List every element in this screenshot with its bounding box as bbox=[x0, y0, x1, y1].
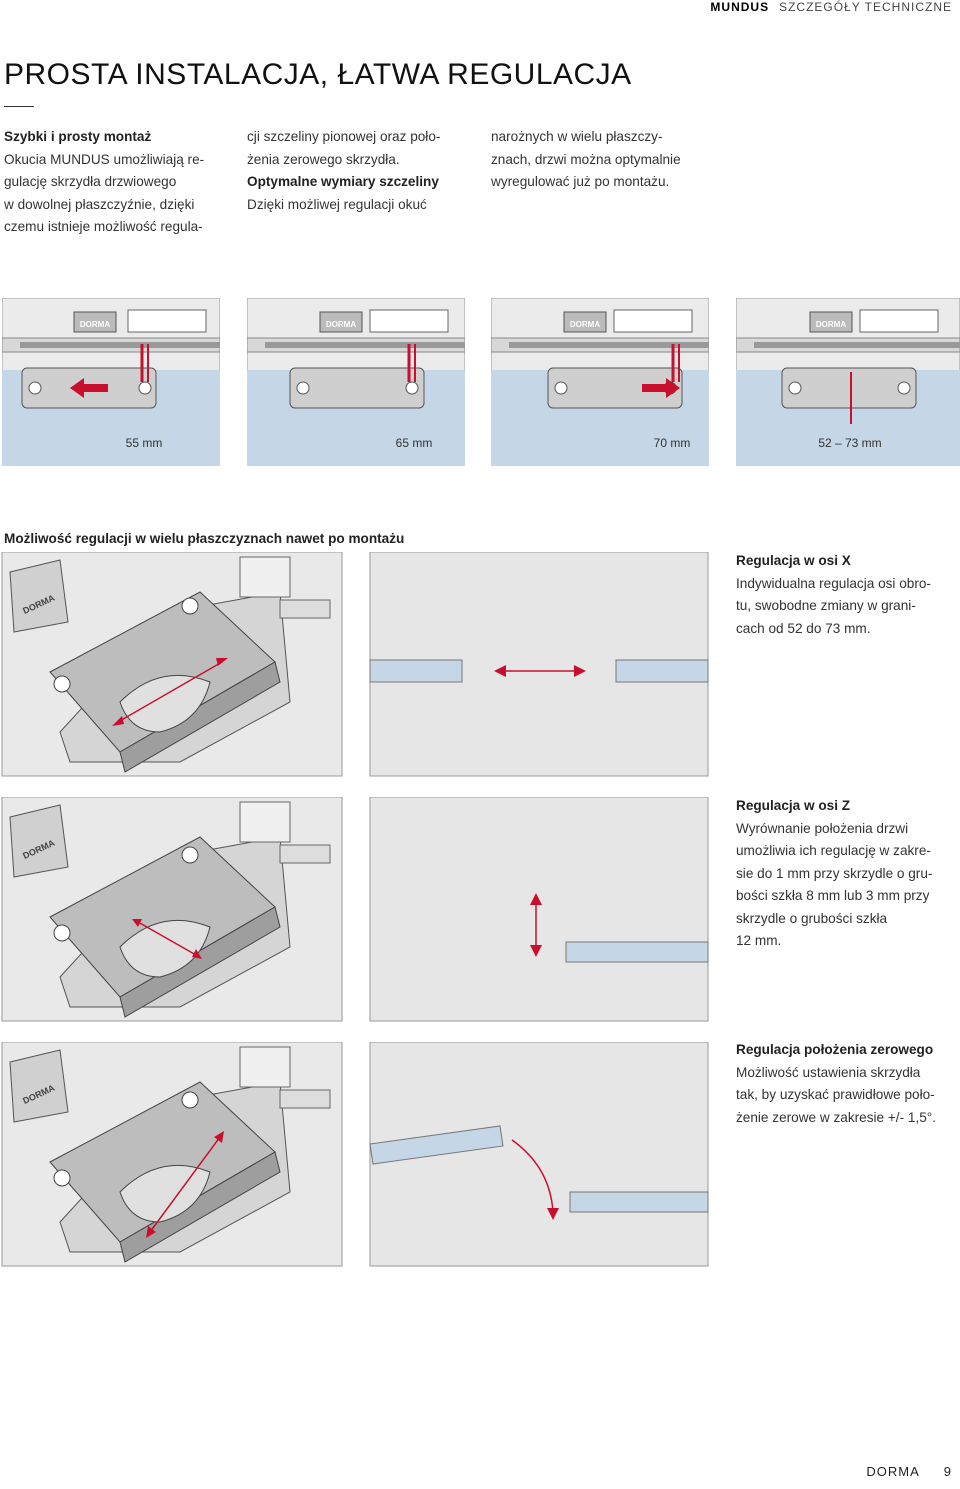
adjust-x-text: Regulacja w osi X Indywidualna regulacja… bbox=[736, 550, 960, 640]
x-axis-figure: DORMA bbox=[1, 552, 709, 777]
dorma-logo bbox=[73, 311, 117, 333]
intro-line: czemu istnieje możliwość regula- bbox=[4, 219, 203, 234]
intro-line: Dzięki możliwej regulacji okuć bbox=[247, 196, 427, 212]
page-number: 9 bbox=[943, 1464, 952, 1479]
logo-text: DORMA bbox=[326, 320, 356, 329]
logo-text: DORMA bbox=[80, 320, 110, 329]
intro-heading-2: Optymalne wymiary szczeliny bbox=[247, 174, 439, 189]
adjust-line: skrzydle o grubości szkła bbox=[736, 910, 888, 926]
adjust-line: sie do 1 mm przy skrzydle o gru- bbox=[736, 865, 933, 881]
intro-line: znach, drzwi można optymalnie bbox=[491, 151, 681, 167]
logo-text: DORMA bbox=[570, 320, 600, 329]
gap-panel-65: DORMA 65 mm bbox=[247, 298, 465, 466]
adjust-line: Możliwość ustawienia skrzydła bbox=[736, 1064, 921, 1080]
left-arrow-icon bbox=[70, 378, 108, 398]
header-section: SZCZEGÓŁY TECHNICZNE bbox=[779, 0, 952, 14]
intro-line: wyregulować już po montażu. bbox=[491, 174, 670, 189]
gap-label: 55 mm bbox=[126, 436, 163, 450]
adjust-z-text: Regulacja w osi Z Wyrównanie położenia d… bbox=[736, 795, 960, 953]
rotate-arrow-icon bbox=[511, 1139, 554, 1213]
intro-line: narożnych w wielu płaszczy- bbox=[491, 129, 663, 144]
dorma-logo bbox=[809, 311, 853, 333]
intro-heading-1: Szybki i prosty montaż bbox=[4, 129, 152, 144]
adjust-line: żenie zerowe w zakresie +/- 1,5°. bbox=[736, 1109, 936, 1125]
intro-column-2: cji szczeliny pionowej oraz poło- żenia … bbox=[247, 126, 477, 216]
adjust-line: tu, swobodne zmiany w grani- bbox=[736, 598, 916, 613]
intro-line: w dowolnej płaszczyźnie, dzięki bbox=[4, 196, 195, 212]
page-title: PROSTA INSTALACJA, ŁATWA REGULACJA bbox=[4, 58, 632, 91]
page-footer: DORMA 9 bbox=[842, 1464, 952, 1479]
adjust-zero-text: Regulacja położenia zerowego Możliwość u… bbox=[736, 1039, 960, 1129]
adjust-line: 12 mm. bbox=[736, 933, 782, 948]
right-arrow-icon bbox=[642, 378, 680, 398]
header-brand: MUNDUS bbox=[710, 0, 770, 14]
adjust-heading: Regulacja w osi X bbox=[736, 553, 851, 568]
dorma-logo bbox=[319, 311, 363, 333]
adjust-line: cach od 52 do 73 mm. bbox=[736, 620, 871, 636]
adjust-heading: Regulacja w osi Z bbox=[736, 798, 851, 813]
intro-line: Okucia MUNDUS umożliwiają re- bbox=[4, 151, 205, 167]
gap-label: 52 – 73 mm bbox=[818, 436, 881, 450]
adjust-section-title: Możliwość regulacji w wielu płaszczyznac… bbox=[4, 531, 405, 546]
footer-brand: DORMA bbox=[866, 1464, 920, 1479]
intro-line: cji szczeliny pionowej oraz poło- bbox=[247, 129, 441, 144]
intro-line: gulację skrzydła drzwiowego bbox=[4, 174, 177, 189]
z-axis-figure: DORMA bbox=[1, 797, 709, 1022]
gap-label: 70 mm bbox=[654, 436, 691, 450]
adjust-line: tak, by uzyskać prawidłowe poło- bbox=[736, 1087, 935, 1102]
page-header: MUNDUS SZCZEGÓŁY TECHNICZNE bbox=[710, 0, 952, 14]
adjust-line: umożliwia ich regulację w zakre- bbox=[736, 843, 931, 858]
gap-panel-55: DORMA 55 mm bbox=[2, 298, 220, 466]
title-rule bbox=[4, 106, 34, 107]
intro-column-1: Szybki i prosty montaż Okucia MUNDUS umo… bbox=[4, 126, 234, 239]
adjust-line: bości szkła 8 mm lub 3 mm przy bbox=[736, 888, 930, 903]
adjust-heading: Regulacja położenia zerowego bbox=[736, 1042, 934, 1057]
gap-diagrams: DORMA 55 mm DORMA 65 mm DORMA bbox=[2, 298, 960, 466]
intro-column-3: narożnych w wielu płaszczy- znach, drzwi… bbox=[491, 126, 721, 194]
zero-position-figure: DORMA bbox=[1, 1042, 709, 1267]
adjust-line: Indywidualna regulacja osi obro- bbox=[736, 575, 931, 591]
dorma-logo bbox=[563, 311, 607, 333]
gap-label: 65 mm bbox=[396, 436, 433, 450]
logo-text: DORMA bbox=[816, 320, 846, 329]
adjust-line: Wyrównanie położenia drzwi bbox=[736, 820, 909, 836]
gap-panel-70: DORMA 70 mm bbox=[491, 298, 709, 466]
gap-panel-range: DORMA 52 – 73 mm bbox=[736, 298, 960, 466]
intro-line: żenia zerowego skrzydła. bbox=[247, 151, 400, 167]
